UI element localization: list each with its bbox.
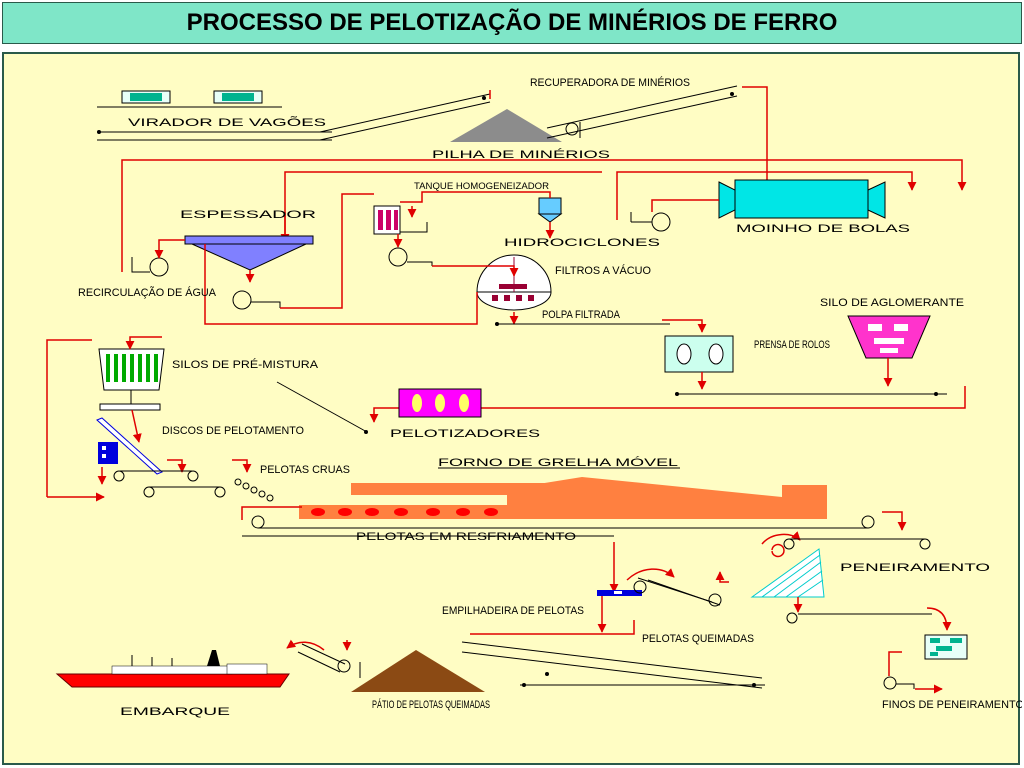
stacker-boom: [626, 568, 722, 607]
label-pilha-minerios: PILHA DE MINÉRIOS: [432, 148, 610, 161]
disc-pelletizers: [96, 417, 163, 475]
label-silos-pre: SILOS DE PRÉ-MISTURA: [172, 358, 319, 371]
reclaimer: [546, 85, 738, 139]
flow-cyclone-to-mill: [616, 171, 917, 220]
label-pelotas-cruas: PELOTAS CRUAS: [260, 464, 350, 476]
flow-to-mixers: [369, 386, 966, 423]
screening: [715, 531, 931, 598]
dosing-silos: [98, 348, 165, 411]
fines-bin: [924, 634, 968, 660]
traveling-grate-kiln: [299, 477, 827, 519]
green-pellet-conveyor: [97, 470, 226, 498]
fines-conveyor: [786, 607, 952, 631]
flow-recycle-to-mill: [121, 159, 967, 272]
label-recirculacao: RECIRCULAÇÃO DE ÁGUA: [78, 286, 217, 299]
pump-thickener: [232, 290, 281, 310]
title-bar: PROCESSO DE PELOTIZAÇÃO DE MINÉRIOS DE F…: [2, 2, 1022, 44]
label-forno: FORNO DE GRELHA MÓVEL: [438, 456, 678, 469]
label-tanque: TANQUE HOMOGENEIZADOR: [414, 181, 550, 191]
label-peneiramento: PENEIRAMENTO: [840, 562, 991, 574]
leader-mixers: [276, 381, 368, 433]
flow-reclaimer-to-mill: [742, 86, 772, 191]
mixer-conveyor: [675, 392, 947, 396]
label-hidrociclones: HIDROCICLONES: [504, 237, 660, 249]
flow-to-silos: [125, 336, 162, 350]
flow-to-filter: [432, 265, 519, 277]
flow-to-roller-screen: [232, 459, 252, 473]
fines-out: [883, 676, 943, 694]
label-pelotas-queimadas: PELOTAS QUEIMADAS: [642, 633, 754, 645]
label-silo-aglomerante: SILO DE AGLOMERANTE: [820, 297, 964, 309]
label-pelotizadores: PELOTIZADORES: [390, 428, 540, 440]
roller-screen: [234, 478, 274, 502]
ore-stockpile: [450, 109, 562, 142]
roller-press: [664, 335, 734, 373]
label-virador: VIRADOR DE VAGÕES: [128, 116, 326, 129]
flow-fines-to-bin: [888, 651, 902, 676]
flow-water-recycle: [154, 239, 185, 259]
flow-pulp-to-press: [662, 319, 707, 333]
label-recuperadora: RECUPERADORA DE MINÉRIOS: [530, 76, 690, 89]
flow-to-yard-conveyor: [470, 620, 635, 635]
flow-mill-to-tank: [651, 199, 719, 212]
flow-filter-to-water: [204, 244, 478, 325]
hydrocyclones: [373, 205, 428, 235]
flow-to-kiln: [241, 506, 302, 520]
label-polpa: POLPA FILTRADA: [542, 309, 621, 321]
ball-mill: [718, 179, 886, 219]
flow-kiln-out: [882, 511, 907, 531]
label-prensa: PRENSA DE ROLOS: [754, 339, 830, 351]
label-discos-pre: DISCOS DE PELOTAMENTO: [162, 425, 304, 437]
pellet-stockpile: [351, 650, 485, 692]
flow-cyclones-return: [400, 191, 551, 203]
label-embarque: EMBARQUE: [120, 706, 230, 718]
flow-thickener-to-filters: [280, 193, 374, 309]
mixers: [398, 388, 482, 418]
wagon-tippler: [97, 90, 282, 108]
yard-conveyor: [461, 641, 765, 689]
label-patio: PÁTIO DE PELOTAS QUEIMADAS: [372, 698, 490, 711]
pump-cyclone-underflow: [388, 247, 433, 267]
filtered-pulp-conveyor: [495, 322, 670, 326]
label-pelotas-resfriamento: PELOTAS EM RESFRIAMENTO: [356, 531, 577, 543]
label-finos: FINOS DE PENEIRAMENTO: [882, 699, 1022, 711]
process-diagram: RECUPERADORA DE MINÉRIOS VIRADOR DE VAGÕ…: [2, 52, 1022, 765]
label-moinho: MOINHO DE BOLAS: [736, 223, 910, 235]
binder-silo: [847, 315, 931, 359]
shiploader: [286, 639, 361, 678]
pump-mill: [630, 212, 671, 232]
ship: [55, 650, 290, 688]
label-empilhadeira: EMPILHADEIRA DE PELOTAS: [442, 605, 584, 617]
conveyor-tippler: [97, 93, 491, 141]
cooling-conveyor: [251, 515, 875, 529]
homogenizer-tank: [537, 197, 563, 223]
flow-silos-to-discs: [46, 339, 92, 497]
page-title: PROCESSO DE PELOTIZAÇÃO DE MINÉRIOS DE F…: [186, 9, 838, 36]
flow-discs-to-screens: [101, 459, 182, 477]
label-filtros: FILTROS A VÁCUO: [555, 264, 651, 277]
label-espessador: ESPESSADOR: [180, 209, 316, 221]
